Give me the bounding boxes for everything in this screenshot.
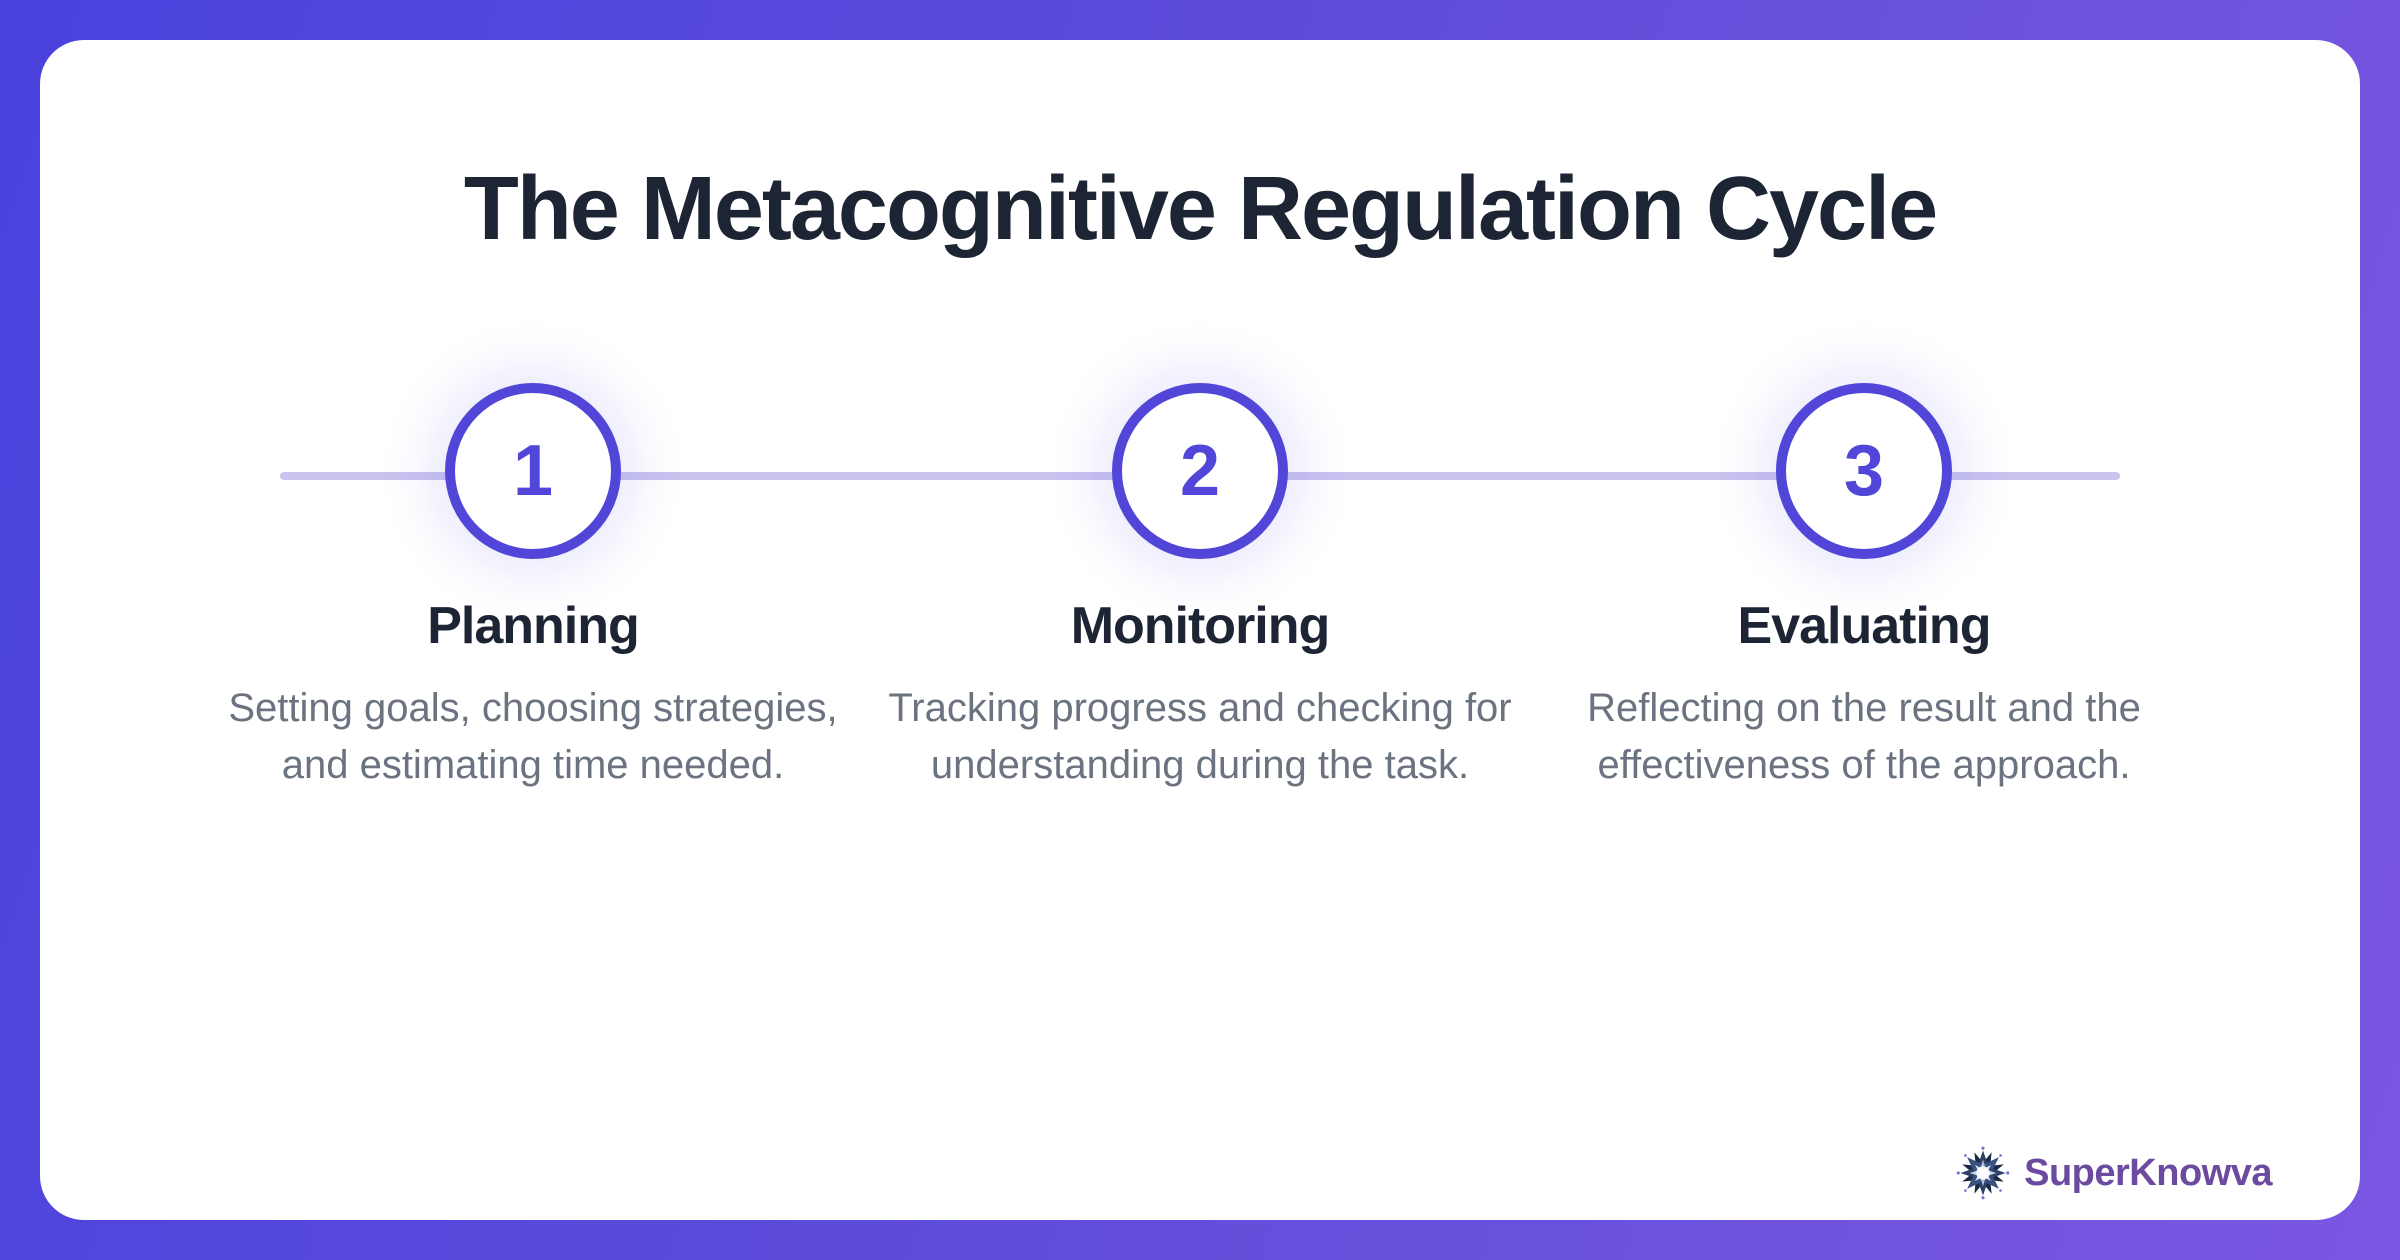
page-title: The Metacognitive Regulation Cycle	[463, 159, 1938, 259]
step-number: 1	[512, 431, 554, 511]
step-circle-2: 2	[1112, 383, 1288, 559]
step-circle-3: 3	[1776, 383, 1952, 559]
step-monitoring: Monitoring Tracking progress and checkin…	[870, 596, 1530, 794]
step-description: Reflecting on the result and the effecti…	[1534, 680, 2194, 794]
step-number: 2	[1179, 431, 1221, 511]
step-description: Tracking progress and checking for under…	[870, 680, 1530, 794]
step-evaluating: Evaluating Reflecting on the result and …	[1534, 596, 2194, 794]
step-title: Monitoring	[1070, 597, 1331, 655]
step-title: Evaluating	[1737, 597, 1992, 655]
content-card: The Metacognitive Regulation Cycle 1 2 3…	[40, 40, 2360, 1220]
step-number: 3	[1843, 431, 1885, 511]
step-description-line: and estimating time needed.	[281, 742, 785, 787]
step-description-line: Setting goals, choosing strategies,	[228, 686, 838, 730]
step-description-line: effectiveness of the approach.	[1597, 742, 2131, 787]
step-description-line: understanding during the task.	[930, 742, 1470, 787]
step-planning: Planning Setting goals, choosing strateg…	[203, 596, 863, 794]
step-description: Setting goals, choosing strategies, and …	[203, 680, 863, 794]
brand-name: SuperKnowva	[2024, 1151, 2272, 1194]
step-description-line: Tracking progress and checking for	[888, 686, 1512, 730]
step-circle-1: 1	[445, 383, 621, 559]
brand-logo: SuperKnowva	[1956, 1146, 2272, 1200]
step-title: Planning	[427, 597, 640, 655]
starburst-icon	[1956, 1146, 2010, 1200]
step-description-line: Reflecting on the result and the	[1587, 686, 2141, 730]
